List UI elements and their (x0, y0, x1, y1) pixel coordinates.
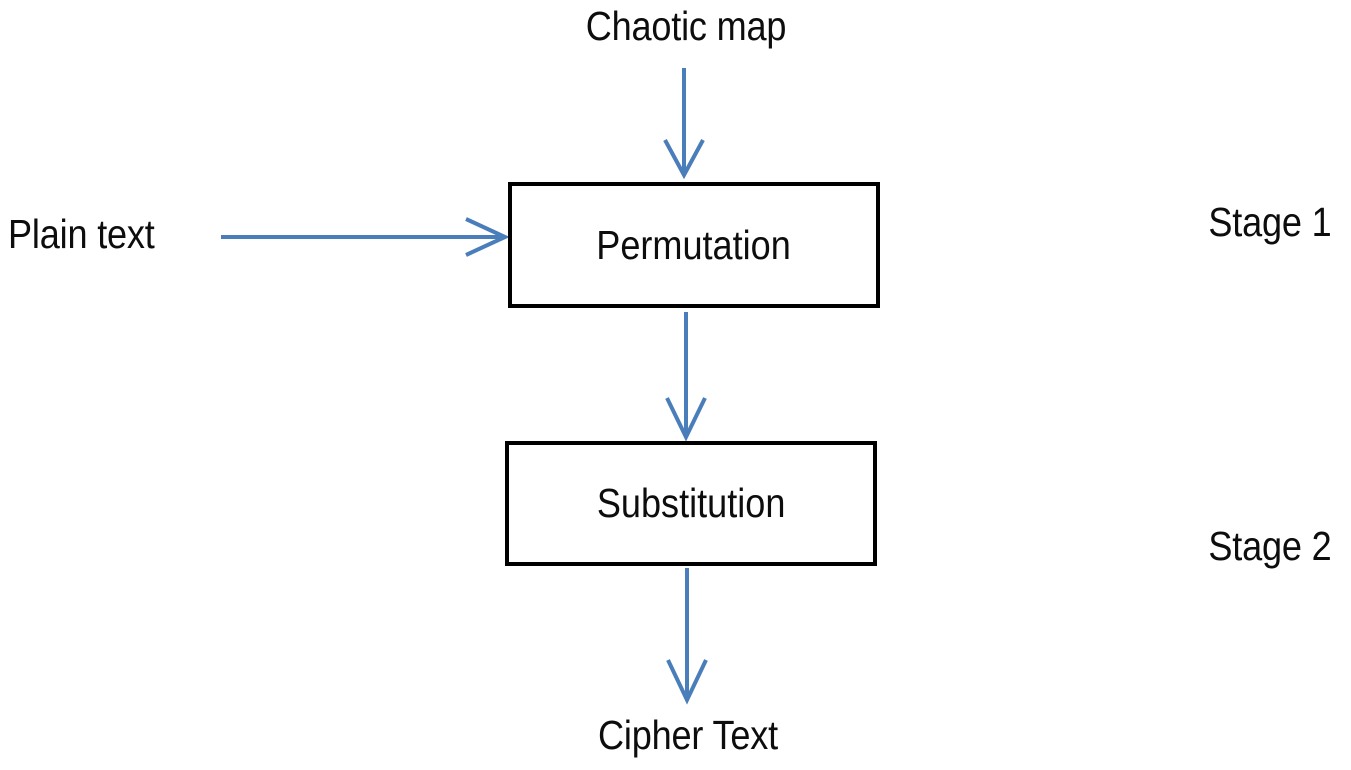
cipher-text-label: Cipher Text (598, 712, 778, 758)
permutation-box[interactable]: Permutation (508, 182, 880, 308)
stage-2-annotation: Stage 2 (1208, 523, 1332, 569)
chaotic-map-label: Chaotic map (585, 3, 787, 49)
permutation-box-label: Permutation (596, 221, 792, 268)
arrow-permutation-to-substitution (665, 312, 707, 442)
arrow-substitution-to-cipher-text (666, 568, 708, 705)
arrow-chaotic-map-to-permutation (663, 68, 705, 180)
substitution-box-label: Substitution (596, 480, 786, 526)
substitution-box[interactable]: Substitution (505, 441, 877, 566)
stage-1-annotation: Stage 1 (1208, 199, 1332, 245)
plain-text-label: Plain text (8, 211, 155, 257)
arrow-plain-text-to-permutation (221, 217, 510, 257)
